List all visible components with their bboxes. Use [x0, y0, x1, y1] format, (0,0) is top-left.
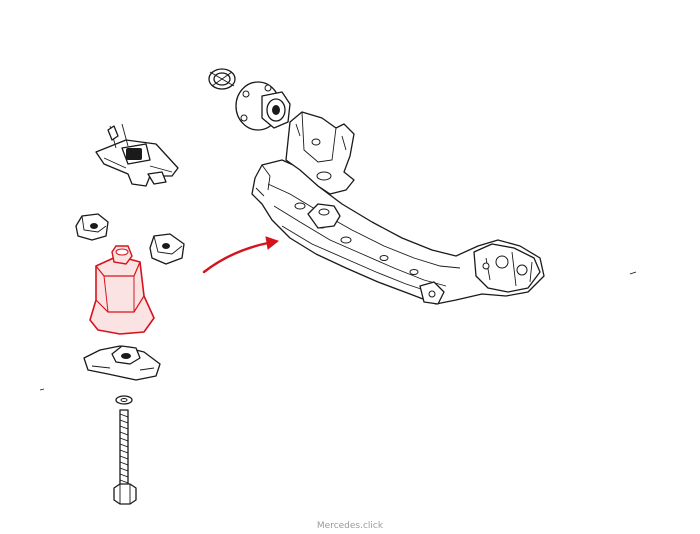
mounting-bolt	[113, 395, 137, 505]
wheel-hub-bearing	[208, 68, 291, 131]
curved-arrow-icon	[202, 236, 280, 274]
subframe-mount-bushing	[89, 245, 155, 335]
rubber-stop-right	[149, 233, 185, 265]
front-subframe	[251, 111, 545, 305]
rubber-stop-left	[75, 213, 109, 241]
lower-washer-plate	[83, 345, 161, 381]
upper-bracket	[95, 123, 179, 187]
watermark: Mercedes.click	[316, 521, 384, 531]
